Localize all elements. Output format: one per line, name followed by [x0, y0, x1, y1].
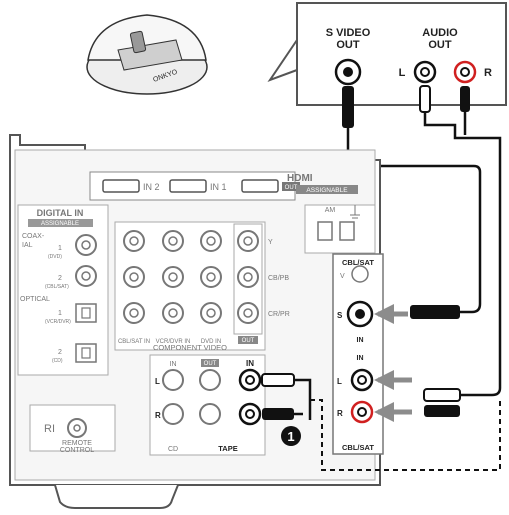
am-antenna-section: AM [305, 205, 375, 253]
source-output-panel: S VIDEO OUT AUDIO OUT L R [270, 3, 506, 128]
audio-out-label: OUT [204, 361, 217, 367]
component-cr-label: CR/PR [268, 311, 290, 318]
callout-number: 1 [287, 429, 294, 444]
opt1-sub: (VCR/DVR) [45, 319, 71, 325]
optical-label: OPTICAL [20, 296, 50, 303]
ipod-dock: ONKYO [87, 15, 207, 94]
audio-left-cable [425, 112, 500, 395]
remote-control-section: RI REMOTE CONTROL [30, 405, 115, 454]
opt2-num: 2 [58, 349, 62, 356]
audio-in-label: IN [170, 361, 177, 368]
cbl-sat-bottom-label: CBL/SAT [342, 443, 374, 452]
digital-in-section: DIGITAL IN ASSIGNABLE COAX- IAL 1 (DVD) … [18, 205, 108, 375]
audio-out-right-label: R [484, 67, 492, 79]
audio-out-label-1: AUDIO [422, 27, 458, 39]
cbl-sat-panel: CBL/SAT V S IN IN L R CBL/SAT [333, 254, 383, 454]
audio-l-label: L [155, 377, 160, 386]
hdmi-in2-label: IN 2 [143, 182, 160, 192]
hdmi-out-label: OUT [285, 185, 298, 191]
cbl-sat-s-label: S [337, 311, 343, 320]
cd-label: CD [168, 446, 178, 453]
cbl-sat-v-label: V [340, 273, 345, 280]
ri-label: RI [44, 423, 55, 435]
audio-out-label-2: OUT [428, 39, 452, 51]
s-video-out-label-2: OUT [336, 39, 360, 51]
hdmi-out-port [242, 180, 278, 192]
hdmi-in1-label: IN 1 [210, 182, 227, 192]
coax2-sub: (CBL/SAT) [45, 284, 69, 290]
component-out-label: OUT [242, 338, 255, 344]
remote-label-1: REMOTE [62, 440, 92, 447]
s-video-out-label-1: S VIDEO [326, 27, 371, 39]
digital-in-assignable: ASSIGNABLE [41, 221, 79, 227]
tape-label: TAPE [218, 444, 237, 453]
receiver-plugs [378, 305, 460, 417]
component-y-label: Y [268, 239, 273, 246]
opt1-num: 1 [58, 310, 62, 317]
callout-marker: 1 [281, 426, 301, 446]
cbl-sat-r-label: R [337, 409, 343, 418]
coax1-sub: (DVD) [48, 254, 62, 260]
digital-in-title: DIGITAL IN [37, 208, 84, 218]
coaxial-label-2: IAL [22, 242, 33, 249]
coax2-num: 2 [58, 275, 62, 282]
audio-r-label: R [155, 411, 161, 420]
coax1-num: 1 [58, 245, 62, 252]
cbl-sat-in-label-2: IN [357, 355, 364, 362]
cbl-sat-l-label: L [337, 377, 342, 386]
am-label: AM [325, 207, 336, 214]
tape-in-label: IN [246, 359, 254, 368]
coaxial-label-1: COAX- [22, 233, 45, 240]
remote-label-2: CONTROL [60, 447, 94, 454]
opt2-sub: (CD) [52, 358, 63, 364]
hdmi-title: HDMI [287, 173, 313, 184]
hdmi-assignable: ASSIGNABLE [306, 187, 348, 194]
cbl-sat-in-label-1: IN [357, 337, 364, 344]
component-cb-label: CB/PB [268, 275, 289, 282]
hdmi-in2-port [103, 180, 139, 192]
component-col1-label: CBL/SAT IN [118, 339, 150, 345]
component-video-title: COMPONENT VIDEO [153, 343, 227, 352]
hdmi-in1-port [170, 180, 206, 192]
component-video-section: Y CB/PB CR/PR CBL/SAT IN VCR/DVR IN DVD … [115, 222, 290, 352]
audio-out-left-label: L [399, 67, 406, 79]
